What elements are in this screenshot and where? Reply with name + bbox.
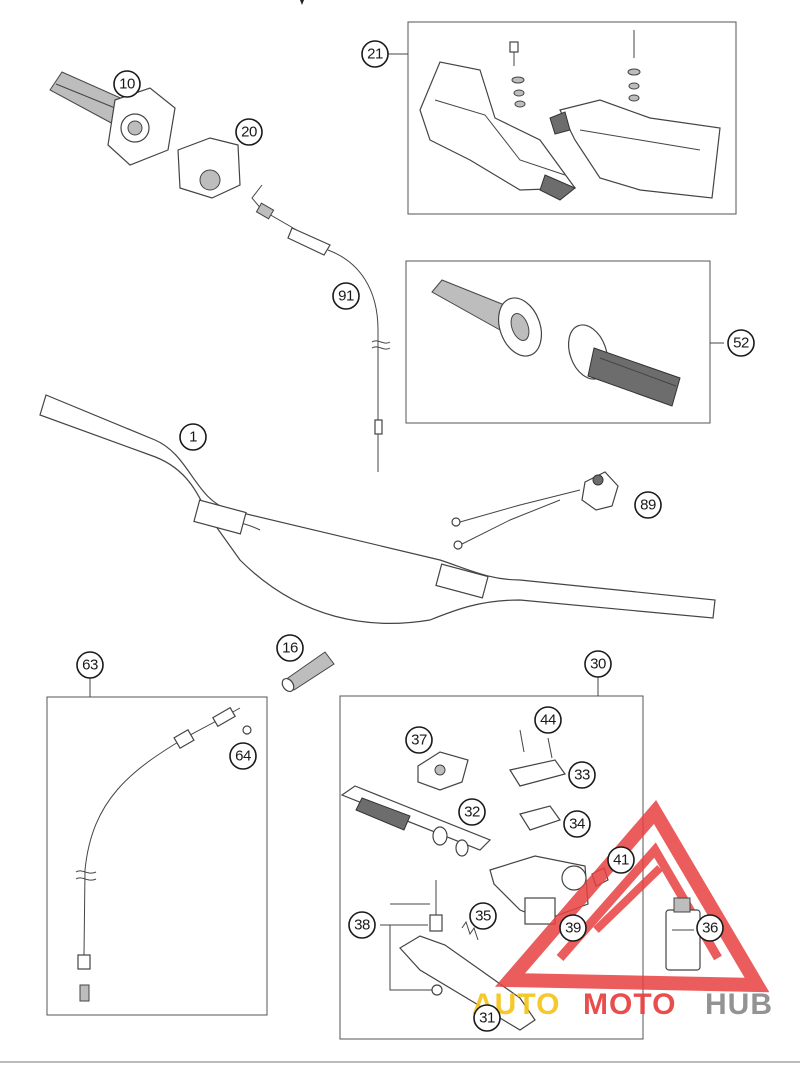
handlebar	[39, 394, 716, 624]
callout-52: 52	[727, 329, 755, 357]
callout-89: 89	[634, 491, 662, 519]
callout-21: 21	[361, 40, 389, 68]
callout-91: 91	[332, 282, 360, 310]
svg-text:31: 31	[479, 1010, 495, 1027]
callout-44: 44	[534, 706, 562, 734]
callout-34: 34	[563, 810, 591, 838]
callout-41: 41	[607, 846, 635, 874]
svg-text:52: 52	[733, 335, 749, 352]
brake-master-cylinder-box	[339, 677, 644, 1040]
svg-text:30: 30	[590, 656, 606, 673]
svg-text:44: 44	[540, 712, 556, 729]
callout-1: 1	[179, 423, 207, 451]
callout-64: 64	[229, 742, 257, 770]
callout-36: 36	[696, 914, 724, 942]
svg-text:16: 16	[282, 640, 298, 657]
callout-39: 39	[559, 914, 587, 942]
clutch-cable-box	[46, 678, 268, 1016]
throttle-cover	[177, 137, 241, 199]
svg-text:36: 36	[702, 920, 718, 937]
throttle-cable	[251, 184, 391, 472]
svg-text:64: 64	[235, 748, 251, 765]
callout-31: 31	[473, 1004, 501, 1032]
svg-text:21: 21	[367, 46, 383, 63]
svg-text:41: 41	[613, 852, 629, 869]
callout-32: 32	[458, 798, 486, 826]
svg-text:35: 35	[475, 908, 491, 925]
svg-text:32: 32	[464, 804, 480, 821]
svg-text:20: 20	[241, 124, 257, 141]
callout-16: 16	[276, 634, 304, 662]
svg-text:10: 10	[119, 76, 135, 93]
callout-37: 37	[405, 726, 433, 754]
watermark-text: AUTO MOTO HUB	[472, 988, 773, 1021]
handguard-kit-box	[388, 21, 737, 215]
callout-30: 30	[584, 650, 612, 678]
svg-text:33: 33	[574, 767, 590, 784]
brake-fluid-bottle	[665, 897, 701, 971]
handlebar-end-plug	[281, 651, 335, 693]
grip-set-box	[405, 260, 724, 424]
callout-33: 33	[568, 761, 596, 789]
svg-text:89: 89	[640, 497, 656, 514]
svg-text:1: 1	[189, 429, 197, 446]
callout-38: 38	[348, 911, 376, 939]
svg-text:37: 37	[411, 732, 427, 749]
svg-text:91: 91	[338, 288, 354, 305]
watermark-part-moto: MOTO	[583, 988, 676, 1021]
callout-10: 10	[113, 70, 141, 98]
svg-text:38: 38	[354, 917, 370, 934]
svg-text:63: 63	[82, 657, 98, 674]
callout-20: 20	[235, 118, 263, 146]
svg-text:39: 39	[565, 920, 581, 937]
watermark-part-hub: HUB	[705, 988, 773, 1021]
callout-63: 63	[76, 651, 104, 679]
kill-switch	[451, 471, 619, 550]
callout-35: 35	[469, 902, 497, 930]
throttle-grip-assembly	[49, 71, 176, 166]
svg-text:34: 34	[569, 816, 585, 833]
